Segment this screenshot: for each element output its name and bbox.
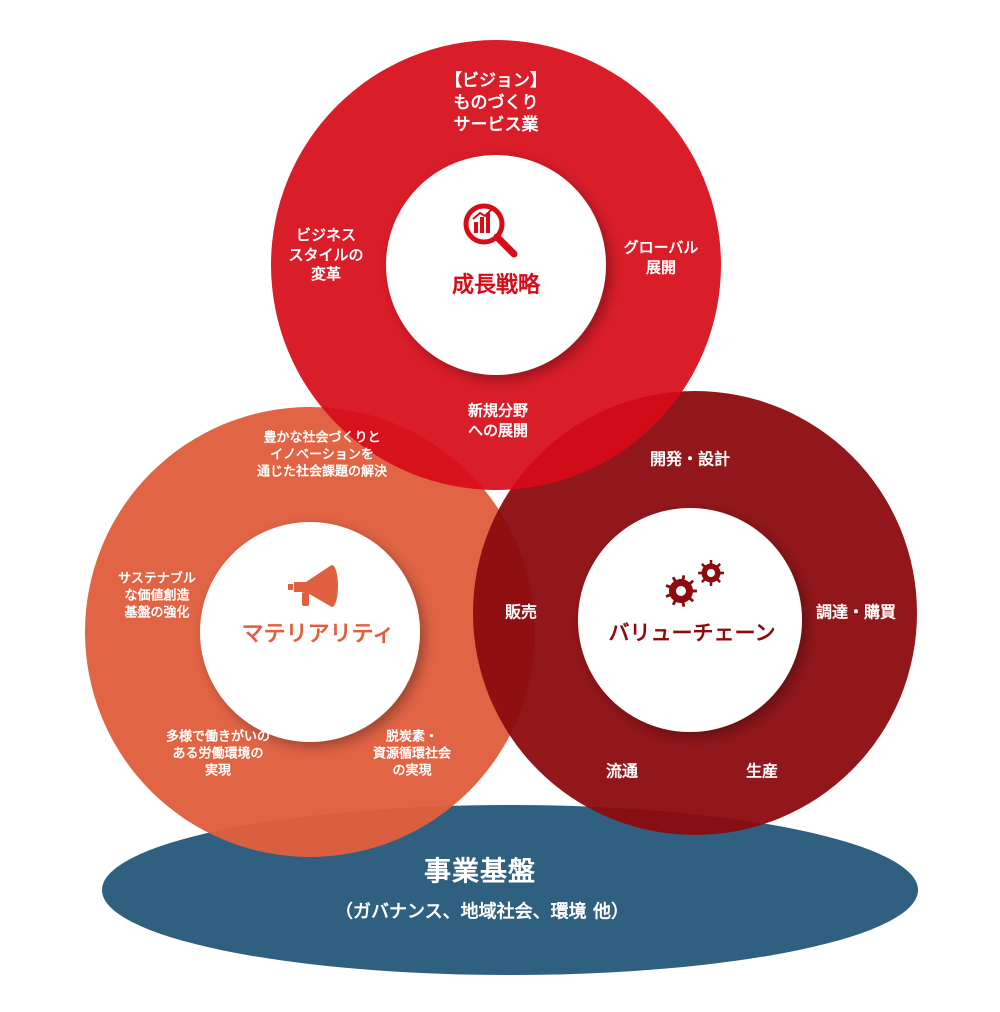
- business-style-label: ビジネス スタイルの 変革: [288, 225, 364, 283]
- workplace-label: 多様で働きがいの ある労働環境の 実現: [165, 729, 271, 779]
- procurement-label: 調達・購買: [815, 602, 897, 622]
- sales-label: 販売: [504, 602, 538, 622]
- development-design-label: 開発・設計: [649, 449, 731, 469]
- value-chain-center: [578, 508, 802, 732]
- materiality-title: マテリアリティ: [241, 622, 395, 647]
- value-chain-title: バリューチェーン: [608, 621, 776, 645]
- society-innovation-label: 豊かな社会づくりと イノベーションを 通じた社会課題の解決: [256, 430, 388, 480]
- production-label: 生産: [745, 761, 779, 781]
- megaphone-icon: [288, 565, 338, 607]
- business-base-title: 事業基盤: [424, 856, 536, 888]
- materiality-center: [200, 522, 420, 742]
- gears-icon: [665, 560, 724, 607]
- global-expansion-label: グローバル 展開: [623, 238, 699, 277]
- business-base-subtitle: （ガバナンス、地域社会、環境 他）: [335, 901, 629, 923]
- new-fields-label: 新規分野 への展開: [467, 401, 529, 440]
- decarbonization-label: 脱炭素・ 資源循環社会 の実現: [372, 729, 452, 779]
- magnifier-chart-icon: [463, 203, 518, 258]
- vision-label: 【ビジョン】 ものづくり サービス業: [445, 70, 547, 136]
- growth-strategy-center: [386, 155, 606, 375]
- growth-strategy-title: 成長戦略: [451, 273, 541, 298]
- distribution-label: 流通: [605, 761, 639, 781]
- sustainable-value-label: サステナブル な価値創造 基盤の強化: [118, 571, 196, 621]
